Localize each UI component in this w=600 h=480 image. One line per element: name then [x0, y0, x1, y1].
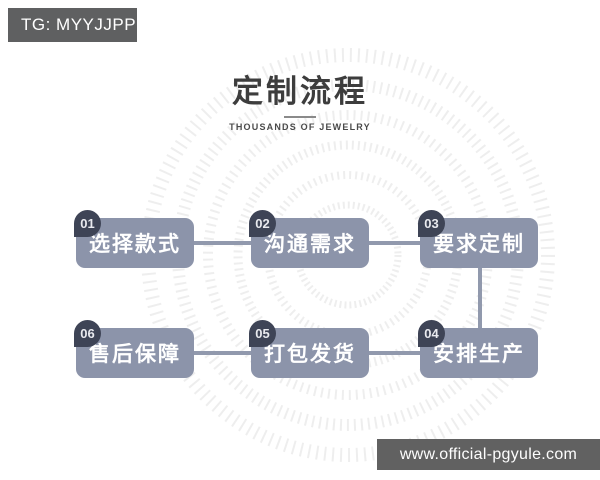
step-number-badge: 06 — [74, 320, 101, 347]
step-label: 要求定制 — [433, 233, 525, 256]
connector-step3-step4 — [478, 268, 482, 328]
flow-step-after-sales-guarantee: 06 售后保障 — [74, 320, 194, 378]
step-label: 售后保障 — [89, 343, 181, 366]
title-block: 定制流程 THOUSANDS OF JEWELRY — [0, 74, 600, 132]
step-label: 安排生产 — [433, 343, 525, 366]
step-number-badge: 02 — [249, 210, 276, 237]
connector-step2-step3 — [369, 241, 420, 245]
step-label: 选择款式 — [89, 233, 181, 256]
connector-step1-step2 — [194, 241, 251, 245]
step-label: 沟通需求 — [264, 233, 356, 256]
step-number-badge: 03 — [418, 210, 445, 237]
connector-step4-step5 — [369, 351, 420, 355]
page-title: 定制流程 — [232, 74, 368, 109]
telegram-handle-badge: TG: MYYJJPP — [8, 8, 137, 42]
flow-step-request-customization: 03 要求定制 — [418, 210, 538, 268]
step-label: 打包发货 — [264, 343, 356, 366]
flow-step-arrange-production: 04 安排生产 — [418, 320, 538, 378]
page-subtitle: THOUSANDS OF JEWELRY — [229, 122, 371, 132]
step-number-badge: 04 — [418, 320, 445, 347]
connector-step5-step6 — [194, 351, 251, 355]
step-number-badge: 01 — [74, 210, 101, 237]
flow-step-choose-style: 01 选择款式 — [74, 210, 194, 268]
flow-step-pack-and-ship: 05 打包发货 — [249, 320, 369, 378]
title-divider — [284, 116, 316, 118]
website-url-badge: www.official-pgyule.com — [377, 439, 600, 470]
step-number-badge: 05 — [249, 320, 276, 347]
flow-step-communicate-needs: 02 沟通需求 — [249, 210, 369, 268]
